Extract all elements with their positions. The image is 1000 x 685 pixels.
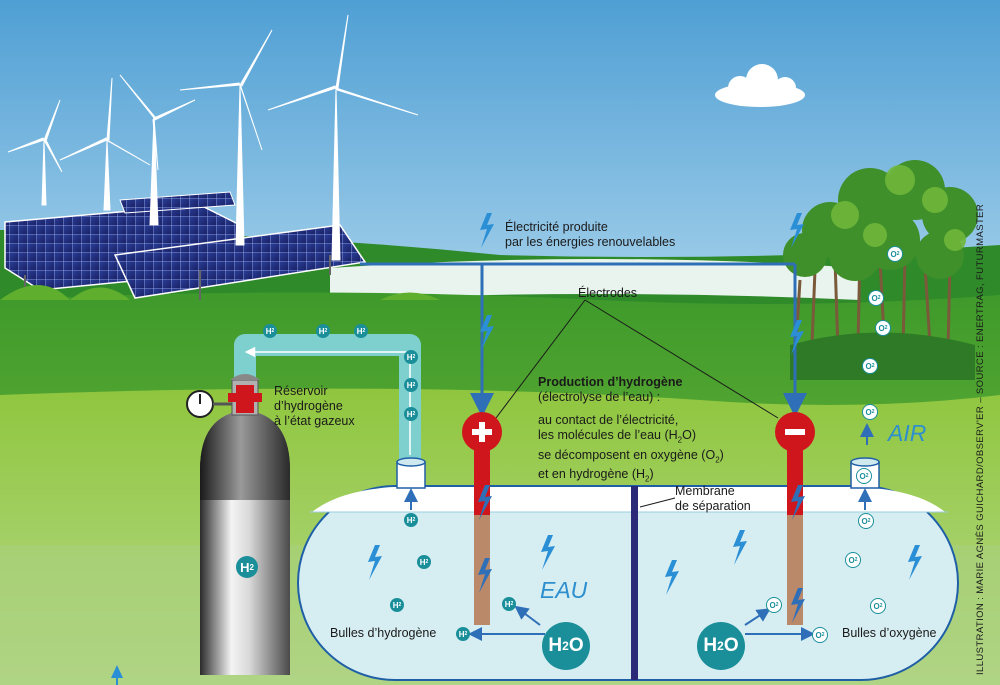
- illustration-credit: ILLUSTRATION : MARIE AGNÈS GUICHARD/OBSE…: [975, 203, 986, 675]
- bolt-icon: [368, 545, 382, 580]
- flow-arrows: [404, 423, 874, 641]
- lightning-bolts: [368, 213, 922, 623]
- turbine: [179, 29, 273, 246]
- bolt-icon: [480, 315, 494, 350]
- oxygen-bubbles-label: Bulles d’oxygène: [842, 626, 937, 640]
- hydrogen-tank: [186, 374, 290, 675]
- cloud: [715, 64, 805, 107]
- separation-membrane: [631, 486, 638, 680]
- bolt-icon: [665, 560, 679, 595]
- gas-space: [312, 487, 945, 512]
- hydrogen-collector: [396, 457, 426, 489]
- solar-panels: [4, 191, 367, 300]
- production-text: Production d’hydrogène (électrolyse de l…: [538, 375, 724, 484]
- air-label: AIR: [888, 420, 927, 446]
- bolt-icon: [791, 588, 805, 623]
- light-band: [330, 259, 860, 300]
- bolt-icon: [790, 320, 804, 355]
- bolt-icon: [478, 485, 492, 520]
- bolt-icon: [478, 558, 492, 593]
- bolt-icon: [908, 545, 922, 580]
- membrane-label: Membrane de séparation: [675, 484, 751, 513]
- turbine: [59, 77, 151, 211]
- electrodes-label: Électrodes: [578, 286, 638, 300]
- bolt-icon: [541, 535, 555, 570]
- tank-label: Réservoir d’hydrogène à l’état gazeux: [274, 384, 355, 428]
- wind-turbines: [7, 14, 419, 261]
- bolt-icon: [733, 530, 747, 565]
- water-label: EAU: [540, 577, 588, 603]
- turbine: [7, 99, 63, 206]
- bolt-icon: [791, 485, 805, 520]
- electricity-label: Électricité produite par les énergies re…: [505, 220, 676, 249]
- electrode-pointers: [495, 299, 779, 419]
- bolt-icon: [480, 213, 494, 248]
- cathode: [775, 412, 815, 625]
- hydrogen-bubbles-label: Bulles d’hydrogène: [330, 626, 437, 640]
- grass-tufts: [0, 285, 440, 300]
- sprout-icon: [111, 665, 123, 678]
- bolt-icon: [790, 213, 804, 248]
- turbine: [119, 74, 196, 226]
- turbine: [267, 14, 419, 261]
